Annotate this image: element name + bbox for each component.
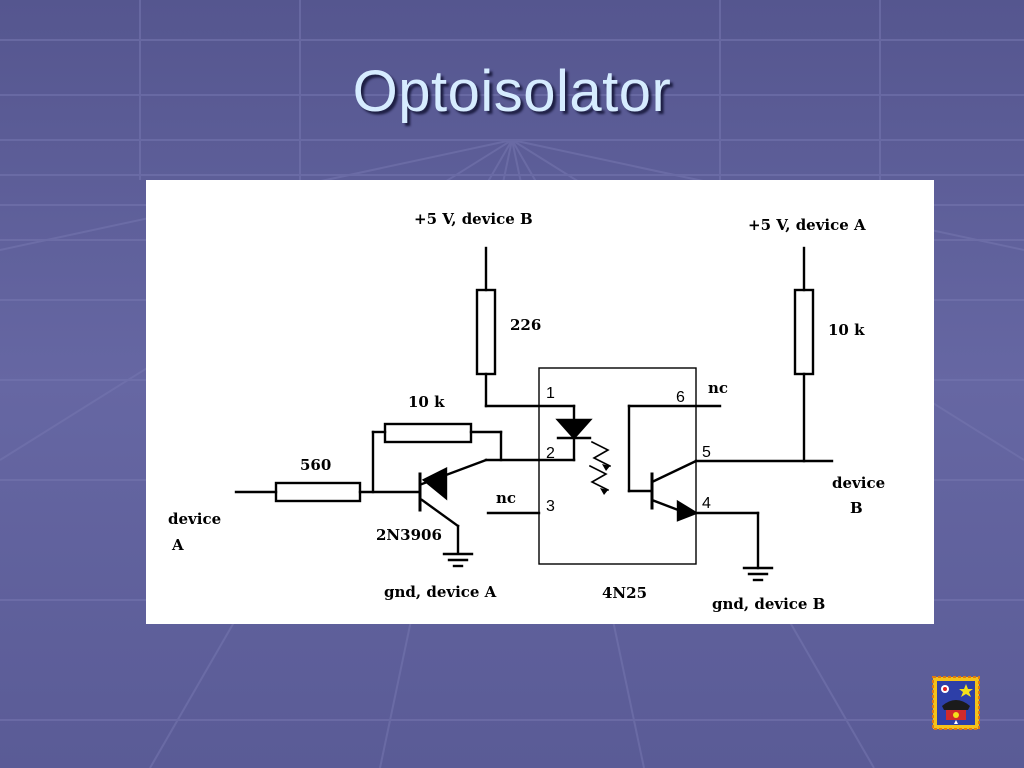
label-transistor-2n3906: 2N3906	[376, 526, 442, 544]
chip-4n25-outline	[538, 367, 697, 565]
circuit-schematic: +5 V, device B +5 V, device A 226 10 k 1…	[168, 210, 885, 613]
resistor-560	[274, 481, 362, 503]
label-resistor-226: 226	[510, 316, 541, 334]
label-resistor-10k-pullup: 10 k	[828, 321, 865, 339]
light-emission-icon	[590, 440, 612, 468]
pin-5-label: 5	[702, 444, 711, 461]
transistor-2n3906-emitter-arrow	[421, 467, 448, 501]
label-gnd-device-b: gnd, device B	[712, 595, 825, 613]
light-emission-icon-2	[588, 464, 610, 492]
label-input-device-letter: A	[171, 536, 184, 554]
slide-title: Optoisolator	[352, 59, 672, 124]
phototransistor-emitter-arrow	[676, 499, 699, 522]
label-chip-4n25: 4N25	[602, 584, 647, 602]
label-output-device-letter: B	[850, 499, 863, 517]
label-vcc-device-a: +5 V, device A	[748, 216, 866, 234]
pin-6-label: 6	[676, 389, 685, 406]
resistor-10k-feedback	[383, 422, 473, 444]
label-output-device: device	[832, 474, 885, 492]
pin-1-label: 1	[546, 385, 555, 402]
pin-3-label: 3	[546, 498, 555, 515]
resistor-226	[475, 288, 497, 376]
label-resistor-10k-feedback: 10 k	[408, 393, 445, 411]
label-gnd-device-a: gnd, device A	[384, 583, 497, 601]
label-nc-pin6: nc	[708, 379, 728, 397]
pin-4-label: 4	[702, 495, 711, 512]
pin-2-label: 2	[546, 445, 555, 462]
label-input-device: device	[168, 510, 221, 528]
label-nc-pin3: nc	[496, 489, 516, 507]
label-vcc-device-b: +5 V, device B	[414, 210, 533, 228]
optoisolator-circuit-diagram: +5 V, device B +5 V, device A 226 10 k 1…	[146, 180, 934, 624]
led-diode-icon	[555, 418, 593, 440]
resistor-10k-pullup	[793, 288, 815, 376]
label-resistor-560: 560	[300, 456, 331, 474]
clown-phone-stamp-icon	[932, 676, 980, 730]
